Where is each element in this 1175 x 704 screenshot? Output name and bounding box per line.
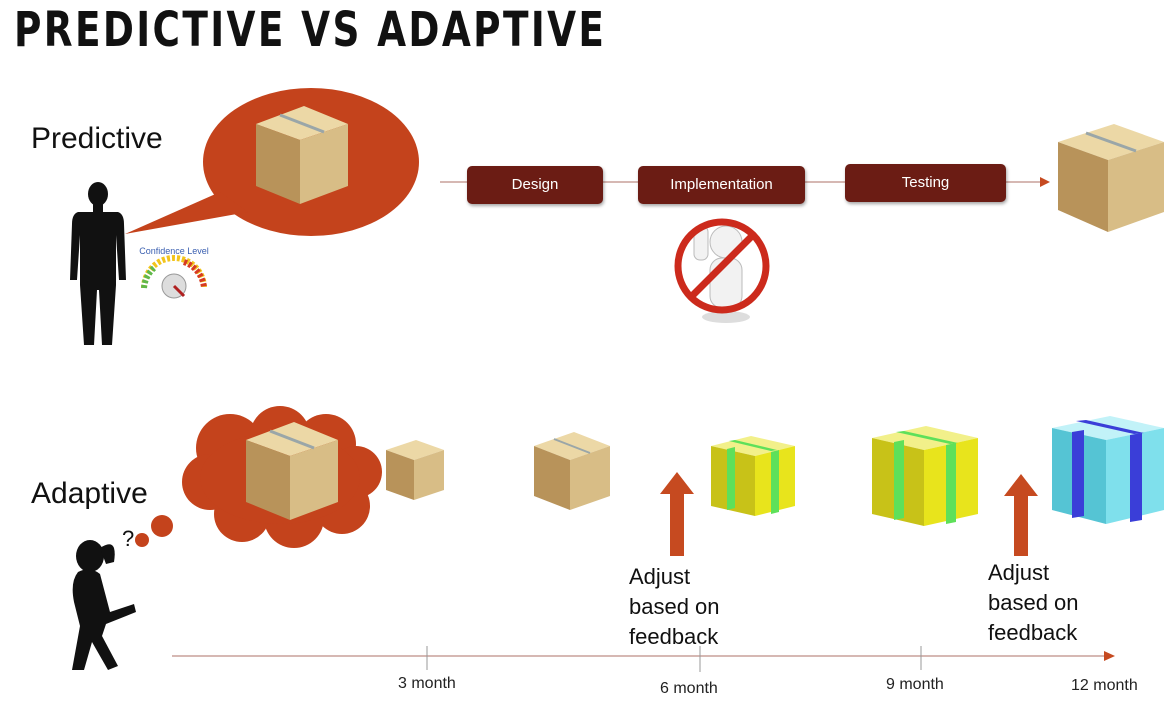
predictive-label: Predictive: [31, 122, 163, 155]
box-small-icon: [386, 440, 444, 500]
timeline-axis: [172, 646, 1115, 672]
product-box-icon: [256, 106, 348, 204]
stage-design: Design: [467, 166, 603, 204]
feedback-arrow-2: [1004, 474, 1038, 556]
gift-box-green-icon: [711, 436, 795, 516]
tick-12-month: 12 month: [1071, 677, 1138, 694]
adaptive-label: Adaptive: [31, 477, 148, 510]
slide-title: PREDICTIVE VS ADAPTIVE: [14, 2, 607, 58]
thinking-man-icon: ?: [72, 526, 136, 670]
feedback-note-1: Adjust based on feedback: [629, 564, 720, 649]
stop-figure-icon: [674, 218, 770, 323]
stage-testing: Testing: [845, 164, 1006, 202]
feedback-note-2: Adjust based on feedback: [988, 560, 1079, 645]
gift-box-yellow-icon: [872, 426, 978, 526]
idea-box-icon: [246, 422, 338, 520]
standing-man-icon: [70, 182, 126, 345]
gift-box-blue-icon: [1052, 416, 1164, 524]
tick-3-month: 3 month: [398, 675, 456, 692]
stage-implementation: Implementation: [638, 166, 805, 204]
feedback-arrow-1: [660, 472, 694, 556]
box-medium-icon: [534, 432, 610, 510]
confidence-gauge-icon: Confidence Level: [139, 246, 209, 299]
gauge-label: Confidence Level: [139, 246, 209, 256]
question-marks: ?: [122, 526, 134, 551]
final-product-box-icon: [1058, 124, 1164, 232]
tick-9-month: 9 month: [886, 676, 944, 693]
tick-6-month: 6 month: [660, 680, 718, 697]
